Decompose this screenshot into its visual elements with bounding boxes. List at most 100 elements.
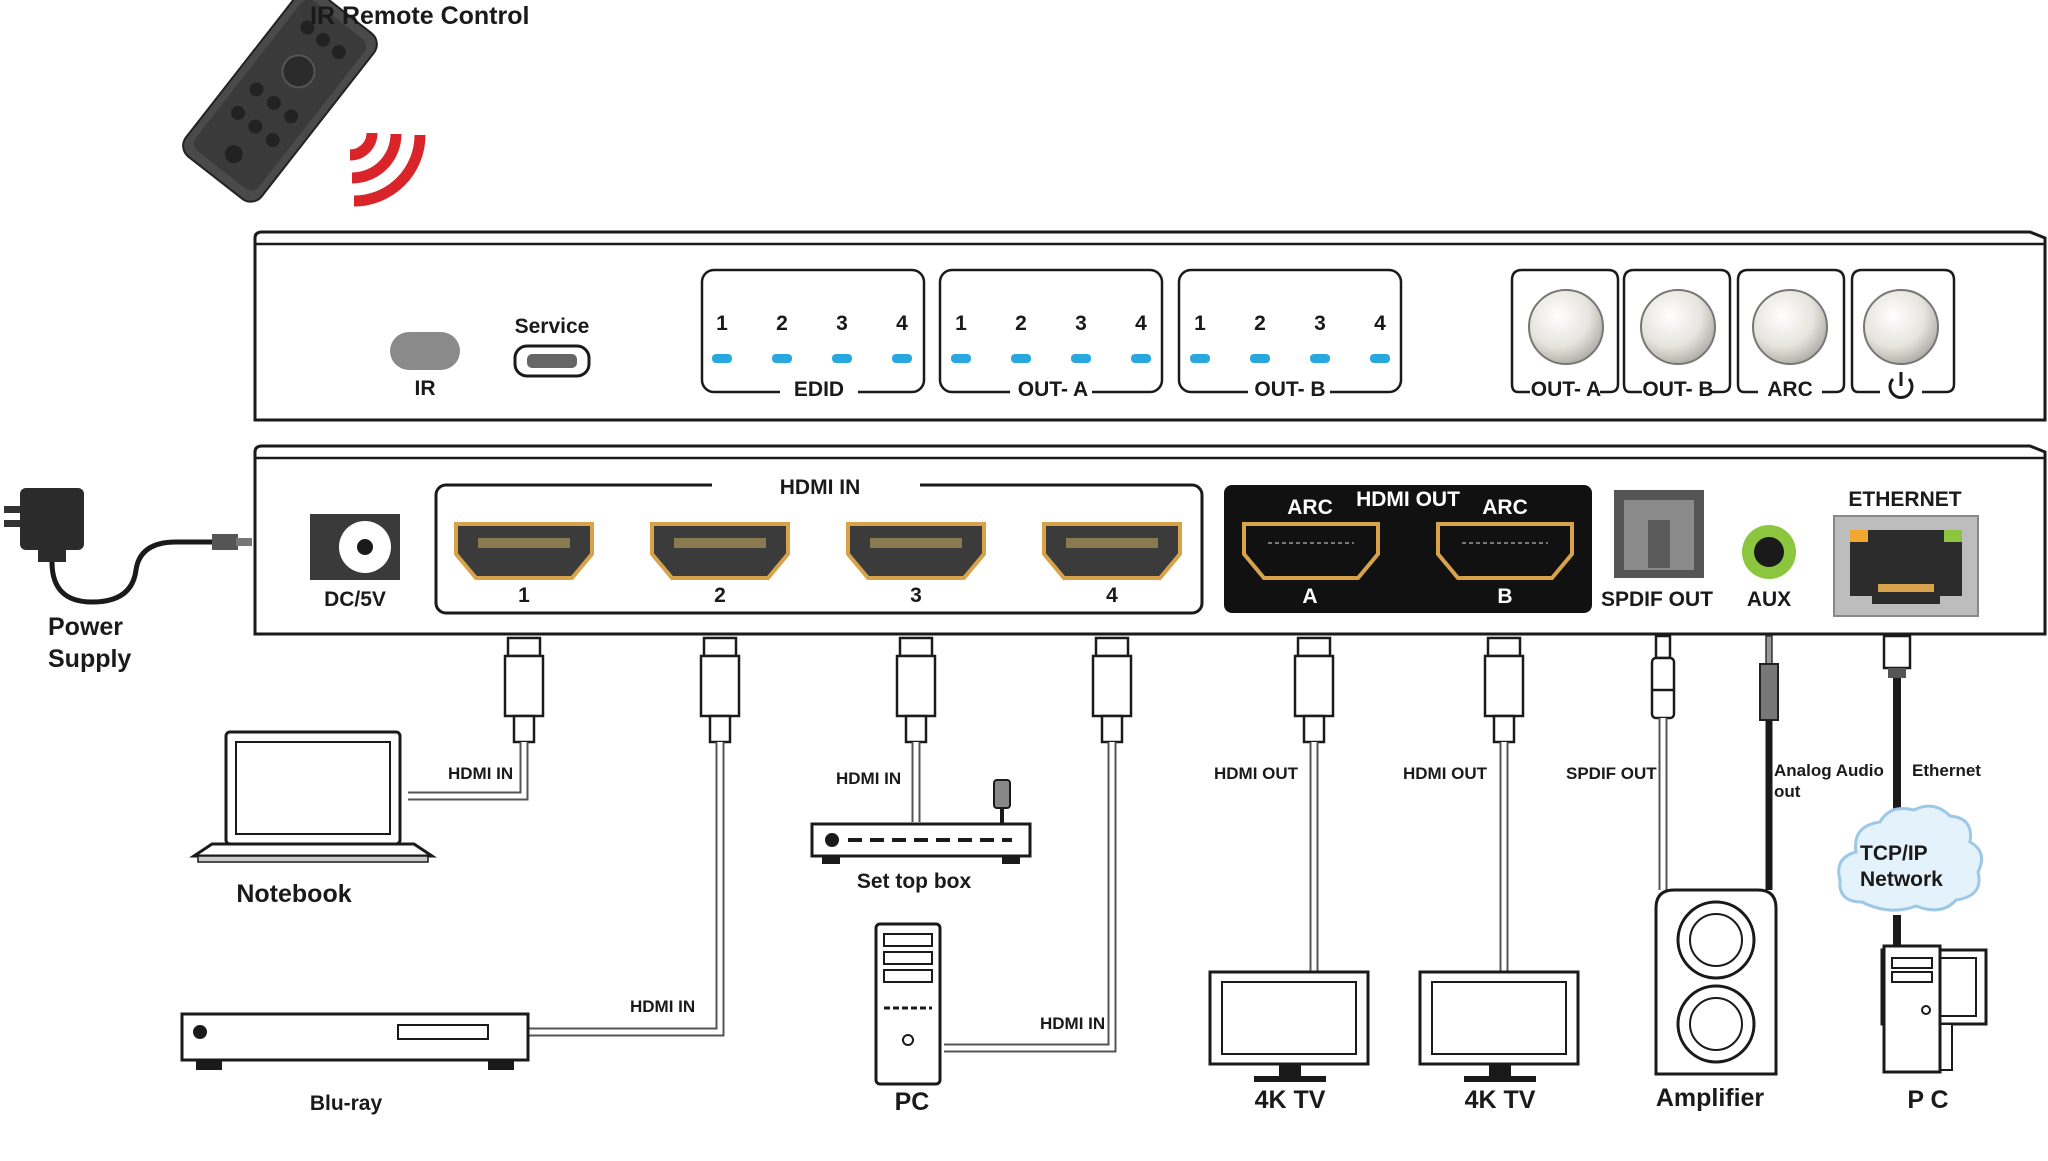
hdmi-in-title: HDMI IN [780, 476, 861, 499]
hdmi-in-port-1[interactable] [454, 522, 594, 580]
cable-label: SPDIF OUT [1566, 764, 1657, 783]
hdmi-out-port-b[interactable] [1436, 522, 1574, 580]
cable-label: HDMI IN [448, 764, 513, 783]
hdmi-in-port-label: 1 [518, 584, 530, 607]
ir-sensor [390, 332, 460, 370]
button-label: OUT- B [1642, 378, 1713, 401]
ir-remote-label: IR Remote Control [310, 2, 529, 30]
led-number: 4 [896, 312, 908, 335]
hdmi-in-group: HDMI IN [434, 474, 1204, 615]
spdif-label: SPDIF OUT [1601, 588, 1713, 611]
hdmi-in-port-3[interactable] [846, 522, 986, 580]
hdmi-cable-pc [944, 636, 1133, 1053]
power-supply-label: Power [48, 613, 123, 641]
led-indicator [712, 354, 732, 363]
cable-label: HDMI IN [1040, 1014, 1105, 1033]
led-indicator [1250, 354, 1270, 363]
hdmi-out-group: HDMI OUT ARC ARC A B [1224, 485, 1592, 613]
device-name: 4K TV [1465, 1086, 1536, 1114]
dc-label: DC/5V [324, 588, 386, 611]
spdif-cable [1650, 634, 1676, 890]
hdmi-cable-bluray [528, 636, 741, 1037]
led-number: 2 [1254, 312, 1266, 335]
hdmi-cable-tv-a [1293, 636, 1335, 972]
spdif-port[interactable] [1614, 490, 1704, 578]
hdmi-out-port-label: B [1497, 585, 1512, 608]
led-indicator [892, 354, 912, 363]
cable-label: HDMI OUT [1214, 764, 1299, 783]
device-name: PC [895, 1088, 930, 1116]
dc-power-jack[interactable] [310, 514, 400, 580]
ir-label: IR [415, 377, 436, 400]
led-number: 3 [836, 312, 848, 335]
led-group-label: EDID [794, 378, 844, 401]
hdmi-out-port-label: A [1302, 585, 1317, 608]
out-b-button[interactable]: OUT- B [1622, 268, 1732, 401]
ethernet-label: ETHERNET [1848, 488, 1961, 511]
hdmi-out-title: HDMI OUT [1356, 488, 1460, 511]
network-label: Network [1860, 868, 1943, 891]
power-supply-label: Supply [48, 645, 131, 673]
led-number: 1 [716, 312, 728, 335]
hdmi-cable-tv-b [1483, 636, 1525, 972]
hdmi-in-port-4[interactable] [1042, 522, 1182, 580]
led-group-edid: EDID 1 2 3 4 [700, 268, 926, 401]
ir-remote-icon [182, 0, 426, 207]
device-name: Notebook [236, 880, 351, 908]
out-a-button[interactable]: OUT- A [1510, 268, 1620, 401]
led-indicator [832, 354, 852, 363]
led-indicator [1370, 354, 1390, 363]
led-number: 4 [1374, 312, 1386, 335]
ethernet-port[interactable] [1833, 515, 1979, 617]
cable-label: Analog Audio [1774, 761, 1884, 780]
led-number: 3 [1075, 312, 1087, 335]
led-indicator [951, 354, 971, 363]
led-indicator [1131, 354, 1151, 363]
device-name: Amplifier [1656, 1084, 1765, 1112]
arc-label: ARC [1287, 496, 1333, 519]
set-top-box-icon [810, 779, 1032, 864]
power-icon [1888, 372, 1914, 399]
button-label: OUT- A [1531, 378, 1601, 401]
device-name: P C [1907, 1086, 1948, 1114]
cable-label: HDMI IN [836, 769, 901, 788]
network-cloud-icon [1837, 804, 1984, 912]
analog-audio-cable [1759, 635, 1779, 890]
aux-port[interactable] [1742, 525, 1796, 579]
led-indicator [1071, 354, 1091, 363]
amplifier-icon [1654, 888, 1778, 1076]
hdmi-in-port-2[interactable] [650, 522, 790, 580]
service-label: Service [515, 315, 590, 338]
led-group-out-a: OUT- A 1 2 3 4 [938, 268, 1164, 401]
led-group-label: OUT- A [1018, 378, 1088, 401]
cable-label: out [1774, 782, 1801, 801]
power-button[interactable] [1850, 268, 1956, 399]
device-name: Blu-ray [310, 1092, 383, 1115]
hdmi-cable-settop [895, 636, 937, 822]
hdmi-in-port-label: 3 [910, 584, 922, 607]
service-usb-port[interactable] [513, 344, 591, 378]
led-number: 3 [1314, 312, 1326, 335]
device-name: Set top box [857, 870, 972, 893]
hdmi-out-port-a[interactable] [1242, 522, 1380, 580]
cable-label: Ethernet [1912, 761, 1981, 780]
tv-b-icon [1418, 970, 1580, 1082]
ethernet-cable [1882, 634, 1912, 950]
arc-label: ARC [1482, 496, 1528, 519]
cable-label: HDMI IN [630, 997, 695, 1016]
hdmi-cable-notebook [408, 636, 545, 801]
led-indicator [1190, 354, 1210, 363]
led-number: 1 [955, 312, 967, 335]
cable-label: HDMI OUT [1403, 764, 1488, 783]
arc-button[interactable]: ARC [1736, 268, 1846, 401]
led-number: 2 [1015, 312, 1027, 335]
led-indicator [1011, 354, 1031, 363]
led-number: 2 [776, 312, 788, 335]
led-group-out-b: OUT- B 1 2 3 4 [1177, 268, 1403, 401]
network-pc-icon [1880, 944, 1988, 1074]
hdmi-in-port-label: 2 [714, 584, 726, 607]
bluray-player-icon [180, 1012, 530, 1070]
led-group-label: OUT- B [1254, 378, 1325, 401]
hdmi-in-port-label: 4 [1106, 584, 1118, 607]
